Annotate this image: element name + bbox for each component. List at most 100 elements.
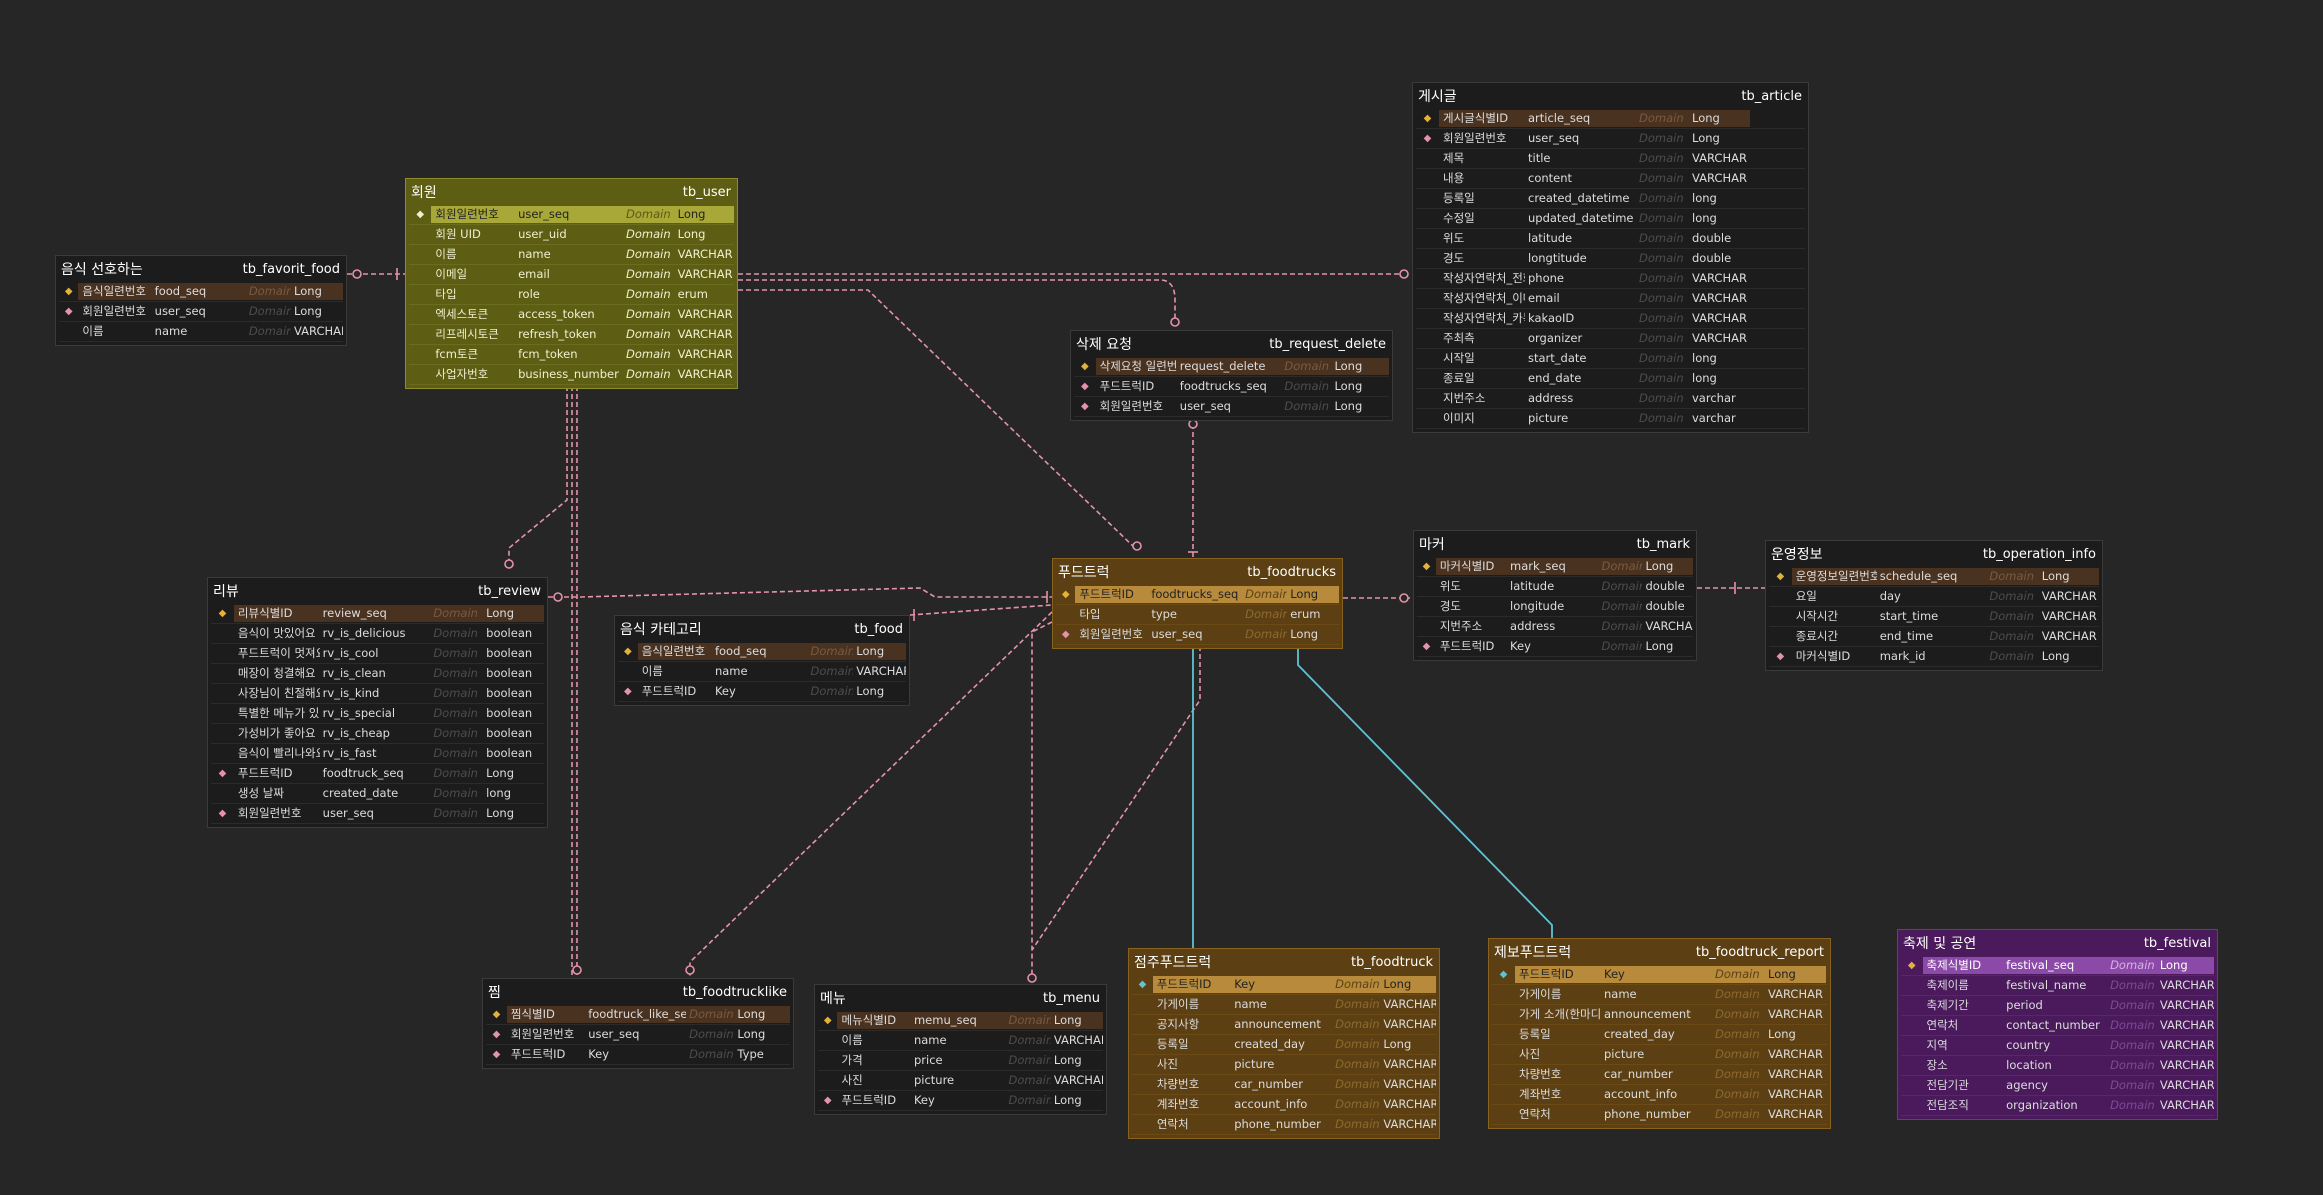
attribute-row[interactable]: 지번주소addressDomainVARCHAR xyxy=(1417,617,1693,637)
attribute-row[interactable]: 작성자연락처_전화번호phoneDomainVARCHAR xyxy=(1416,269,1805,289)
attribute-row[interactable]: 작성자연락처_카톡아이디kakaoIDDomainVARCHAR xyxy=(1416,309,1805,329)
